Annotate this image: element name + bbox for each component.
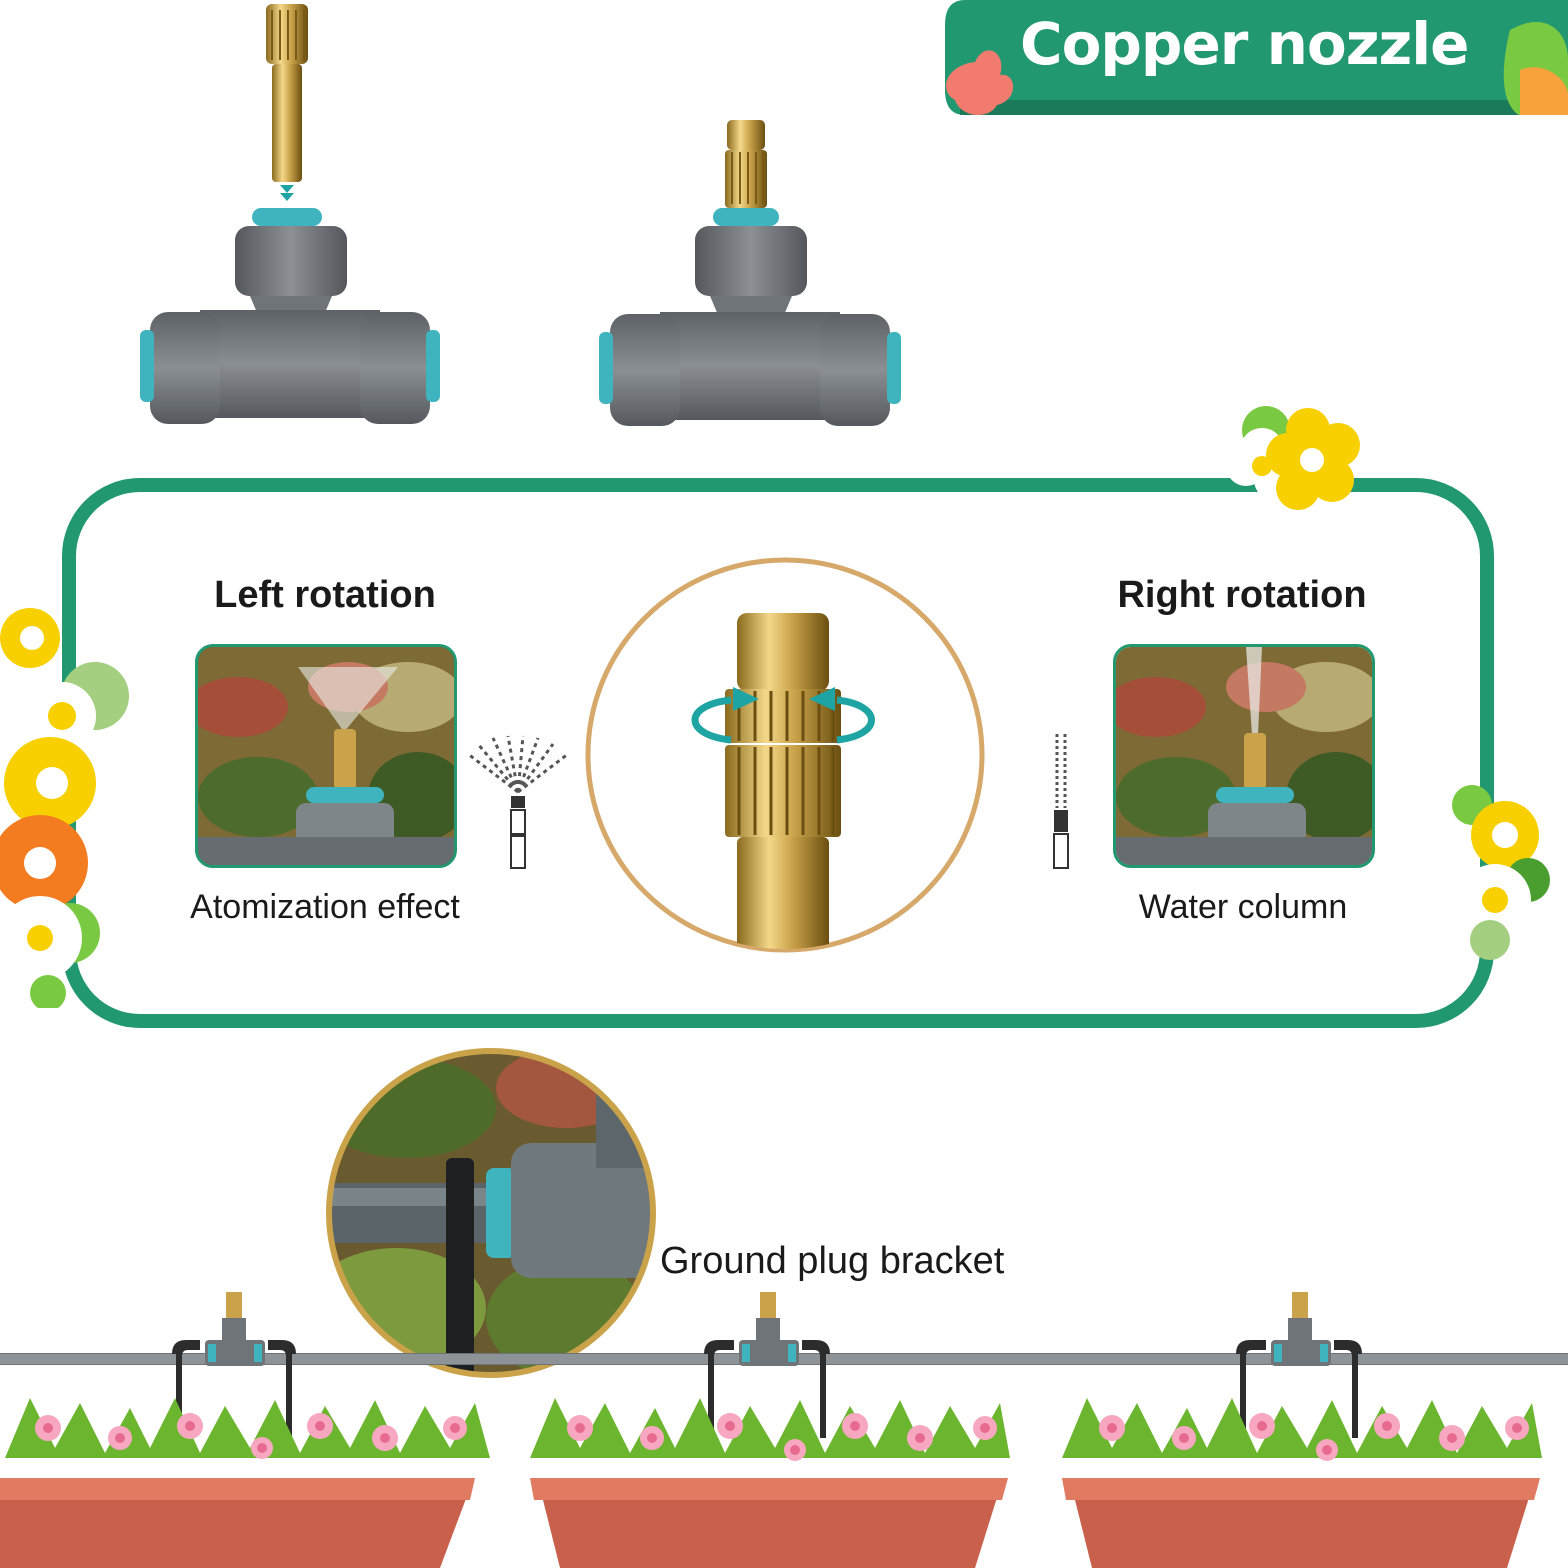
right-rotation-heading: Right rotation xyxy=(1117,574,1367,616)
water-column-caption: Water column xyxy=(1138,888,1348,926)
tee-fitting-icon xyxy=(739,1292,799,1366)
tee-fitting-icon xyxy=(1271,1292,1331,1366)
flower-cluster-right xyxy=(1452,785,1550,960)
tee-fitting-icon xyxy=(205,1292,265,1366)
brass-nozzle-icon xyxy=(725,120,767,208)
ground-plug-bracket-photo xyxy=(326,1048,656,1378)
page-title: Copper nozzle xyxy=(1020,10,1469,78)
planter-icon xyxy=(0,1292,490,1568)
daisy-flower-icon xyxy=(1228,406,1360,510)
ground-plug-bracket-caption: Ground plug bracket xyxy=(660,1240,1005,1282)
rotating-nozzle-icon xyxy=(585,557,985,953)
left-rotation-heading: Left rotation xyxy=(214,574,436,616)
rotation-arrows-icon xyxy=(691,696,875,744)
tee-fitting-with-nozzle-detached xyxy=(140,4,440,424)
water-column-icon xyxy=(1053,734,1069,869)
atomization-effect-caption: Atomization effect xyxy=(190,888,460,926)
brass-nozzle-icon xyxy=(266,4,308,182)
water-column-photo xyxy=(1113,644,1375,868)
tee-fitting-with-nozzle-installed xyxy=(599,120,901,426)
planter-icon xyxy=(1062,1292,1542,1568)
atomization-spray-icon xyxy=(467,735,569,869)
atomization-effect-photo xyxy=(195,644,457,868)
planter-icon xyxy=(530,1292,1010,1568)
title-banner xyxy=(945,0,1568,115)
flower-cluster-left xyxy=(0,608,129,1008)
